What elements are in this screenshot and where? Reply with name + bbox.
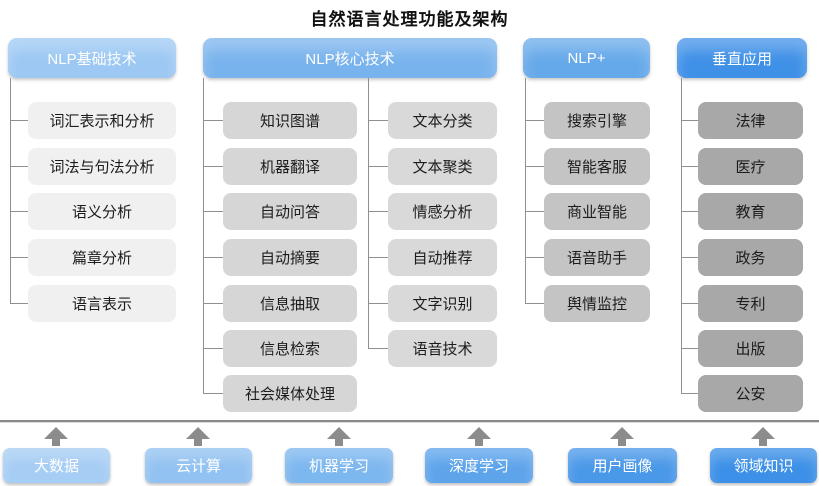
nlp-plus-item: 商业智能: [544, 193, 650, 230]
foundation-divider: [0, 420, 819, 423]
core-tech-item: 文字识别: [388, 285, 497, 322]
connector-line: [681, 166, 698, 167]
connector-line: [203, 393, 223, 394]
connector-line: [368, 348, 388, 349]
up-arrow-icon: [327, 427, 351, 447]
connector-line: [681, 120, 698, 121]
core-tech-item: 自动摘要: [223, 239, 357, 276]
column-header-nlp-plus: NLP+: [523, 38, 650, 78]
connector-line: [10, 211, 28, 212]
up-arrow-icon: [610, 427, 634, 447]
connector-line: [10, 257, 28, 258]
connector-line: [368, 257, 388, 258]
connector-line: [368, 211, 388, 212]
connector-line: [368, 120, 388, 121]
core-tech-item: 自动问答: [223, 193, 357, 230]
vertical-app-item: 政务: [698, 239, 803, 276]
up-arrow-icon: [467, 427, 491, 447]
vertical-app-item: 医疗: [698, 148, 803, 185]
core-tech-item: 信息抽取: [223, 285, 357, 322]
foundation-item: 云计算: [145, 448, 252, 483]
vertical-app-item: 出版: [698, 330, 803, 367]
core-tech-item: 信息检索: [223, 330, 357, 367]
connector-line: [681, 303, 698, 304]
basic-tech-item: 语言表示: [28, 285, 176, 322]
column-header-vertical-apps: 垂直应用: [677, 38, 807, 78]
core-tech-item: 社会媒体处理: [223, 375, 357, 412]
nlp-plus-item: 搜索引擎: [544, 102, 650, 139]
foundation-item: 深度学习: [425, 448, 533, 483]
connector-line: [203, 348, 223, 349]
core-tech-item: 语音技术: [388, 330, 497, 367]
vertical-app-item: 专利: [698, 285, 803, 322]
connector-line: [681, 348, 698, 349]
connector-line: [525, 166, 544, 167]
core-tech-item: 文本分类: [388, 102, 497, 139]
nlp-plus-item: 智能客服: [544, 148, 650, 185]
connector-line: [10, 78, 11, 303]
connector-line: [203, 257, 223, 258]
connector-line: [203, 166, 223, 167]
connector-line: [368, 78, 369, 348]
connector-line: [525, 78, 526, 303]
connector-line: [10, 120, 28, 121]
connector-line: [203, 211, 223, 212]
up-arrow-icon: [186, 427, 210, 447]
core-tech-item: 自动推荐: [388, 239, 497, 276]
basic-tech-item: 词汇表示和分析: [28, 102, 176, 139]
foundation-item: 大数据: [3, 448, 110, 483]
up-arrow-icon: [751, 427, 775, 447]
nlp-plus-item: 舆情监控: [544, 285, 650, 322]
vertical-app-item: 公安: [698, 375, 803, 412]
connector-line: [525, 303, 544, 304]
core-tech-item: 情感分析: [388, 193, 497, 230]
foundation-item: 领域知识: [710, 448, 817, 483]
connector-line: [681, 211, 698, 212]
diagram-title: 自然语言处理功能及架构: [310, 10, 509, 29]
connector-line: [10, 166, 28, 167]
column-header-core-tech: NLP核心技术: [203, 38, 497, 78]
connector-line: [203, 120, 223, 121]
connector-line: [525, 211, 544, 212]
vertical-app-item: 教育: [698, 193, 803, 230]
vertical-app-item: 法律: [698, 102, 803, 139]
connector-line: [525, 120, 544, 121]
connector-line: [368, 303, 388, 304]
foundation-item: 机器学习: [285, 448, 393, 483]
connector-line: [525, 257, 544, 258]
connector-line: [368, 166, 388, 167]
basic-tech-item: 语义分析: [28, 193, 176, 230]
connector-line: [203, 303, 223, 304]
basic-tech-item: 篇章分析: [28, 239, 176, 276]
basic-tech-item: 词法与句法分析: [28, 148, 176, 185]
core-tech-item: 机器翻译: [223, 148, 357, 185]
core-tech-item: 文本聚类: [388, 148, 497, 185]
connector-line: [203, 78, 204, 393]
connector-line: [681, 393, 698, 394]
connector-line: [681, 78, 682, 393]
column-header-basic-tech: NLP基础技术: [8, 38, 176, 78]
connector-line: [10, 303, 28, 304]
foundation-item: 用户画像: [568, 448, 677, 483]
nlp-plus-item: 语音助手: [544, 239, 650, 276]
core-tech-item: 知识图谱: [223, 102, 357, 139]
up-arrow-icon: [44, 427, 68, 447]
connector-line: [681, 257, 698, 258]
